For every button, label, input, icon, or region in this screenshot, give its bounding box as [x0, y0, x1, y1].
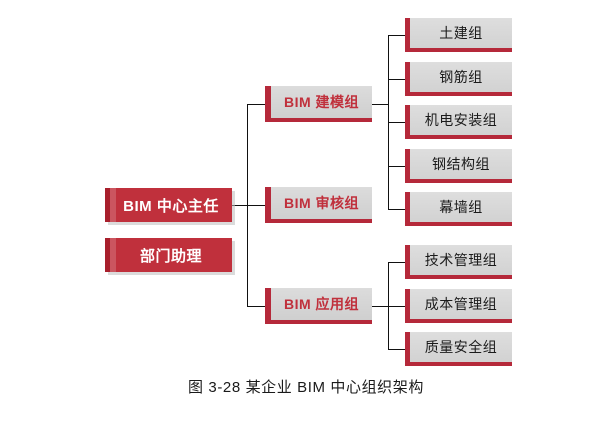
- node-label: 机电安装组: [424, 112, 498, 128]
- node-bim-modeling-group[interactable]: BIM 建模组: [265, 86, 372, 122]
- box-highlight: [110, 188, 116, 222]
- connector-application-to-spine: [372, 306, 389, 307]
- node-quality-safety-group[interactable]: 质量安全组: [405, 332, 512, 366]
- node-label: BIM 审核组: [283, 195, 360, 211]
- node-rebar-group[interactable]: 钢筋组: [405, 62, 512, 96]
- connector-trunk-to-review: [247, 205, 265, 206]
- connector-trunk-to-application: [247, 306, 265, 307]
- node-bim-review-group[interactable]: BIM 审核组: [265, 187, 372, 223]
- node-curtain-wall-group[interactable]: 幕墙组: [405, 192, 512, 226]
- connector-spine-application: [388, 262, 389, 349]
- connector-spine-to-steel: [388, 166, 405, 167]
- node-label: BIM 应用组: [283, 296, 360, 312]
- connector-spine-to-quality-safety: [388, 349, 405, 350]
- node-bim-center-director[interactable]: BIM 中心主任: [105, 188, 232, 222]
- connector-spine-to-mep: [388, 122, 405, 123]
- connector-root-to-trunk: [232, 205, 248, 206]
- connector-spine-to-civil: [388, 35, 405, 36]
- node-technical-management-group[interactable]: 技术管理组: [405, 245, 512, 279]
- node-label: 成本管理组: [424, 296, 498, 312]
- node-label: BIM 建模组: [283, 94, 360, 110]
- connector-trunk-to-modeling: [247, 104, 265, 105]
- node-label: 土建组: [439, 25, 483, 41]
- node-steel-structure-group[interactable]: 钢结构组: [405, 149, 512, 183]
- connector-spine-to-cost-mgmt: [388, 306, 405, 307]
- node-department-assistant[interactable]: 部门助理: [105, 238, 232, 272]
- connector-spine-to-rebar: [388, 79, 405, 80]
- node-label: 钢筋组: [439, 69, 483, 85]
- connector-modeling-to-spine: [372, 104, 389, 105]
- node-mep-installation-group[interactable]: 机电安装组: [405, 105, 512, 139]
- figure-caption: 图 3-28 某企业 BIM 中心组织架构: [188, 379, 424, 396]
- node-label: 幕墙组: [439, 199, 483, 215]
- node-label: 技术管理组: [424, 252, 498, 268]
- connector-spine-to-curtain: [388, 209, 405, 210]
- node-label: BIM 中心主任: [123, 197, 219, 215]
- node-label: 钢结构组: [432, 156, 490, 172]
- node-label: 部门助理: [139, 247, 202, 265]
- connector-spine-to-tech-mgmt: [388, 262, 405, 263]
- node-cost-management-group[interactable]: 成本管理组: [405, 289, 512, 323]
- node-label: 质量安全组: [424, 339, 498, 355]
- node-bim-application-group[interactable]: BIM 应用组: [265, 288, 372, 324]
- node-civil-group[interactable]: 土建组: [405, 18, 512, 52]
- box-highlight: [110, 238, 116, 272]
